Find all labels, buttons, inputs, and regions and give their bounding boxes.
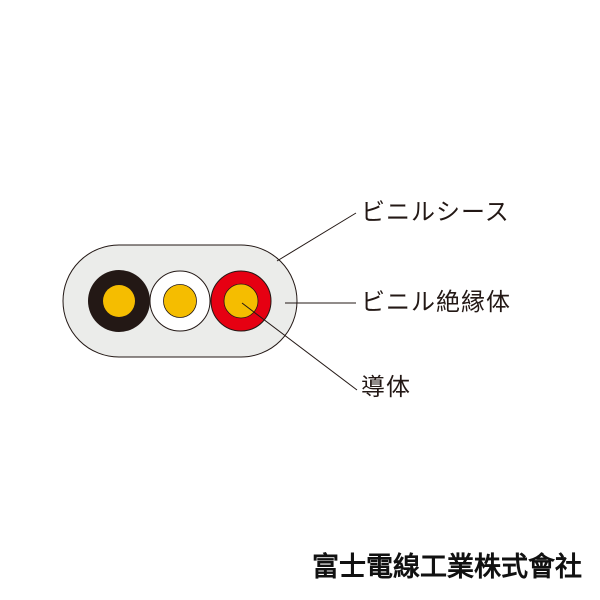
core-red (210, 270, 272, 332)
conductor-black-core (103, 285, 135, 317)
conductor-red-core (223, 283, 259, 319)
conductor-white-core (163, 284, 197, 318)
core-black (88, 270, 150, 332)
leader-line-conductor (241, 302, 358, 391)
company-logo-text: 富士電線工業株式會社 (312, 552, 582, 583)
leader-line-sheath (276, 212, 357, 262)
label-vinyl-sheath: ビニルシース (361, 198, 510, 226)
label-vinyl-insulation: ビニル絶縁体 (361, 288, 511, 316)
label-conductor: 導体 (361, 373, 411, 401)
core-white (149, 270, 211, 332)
